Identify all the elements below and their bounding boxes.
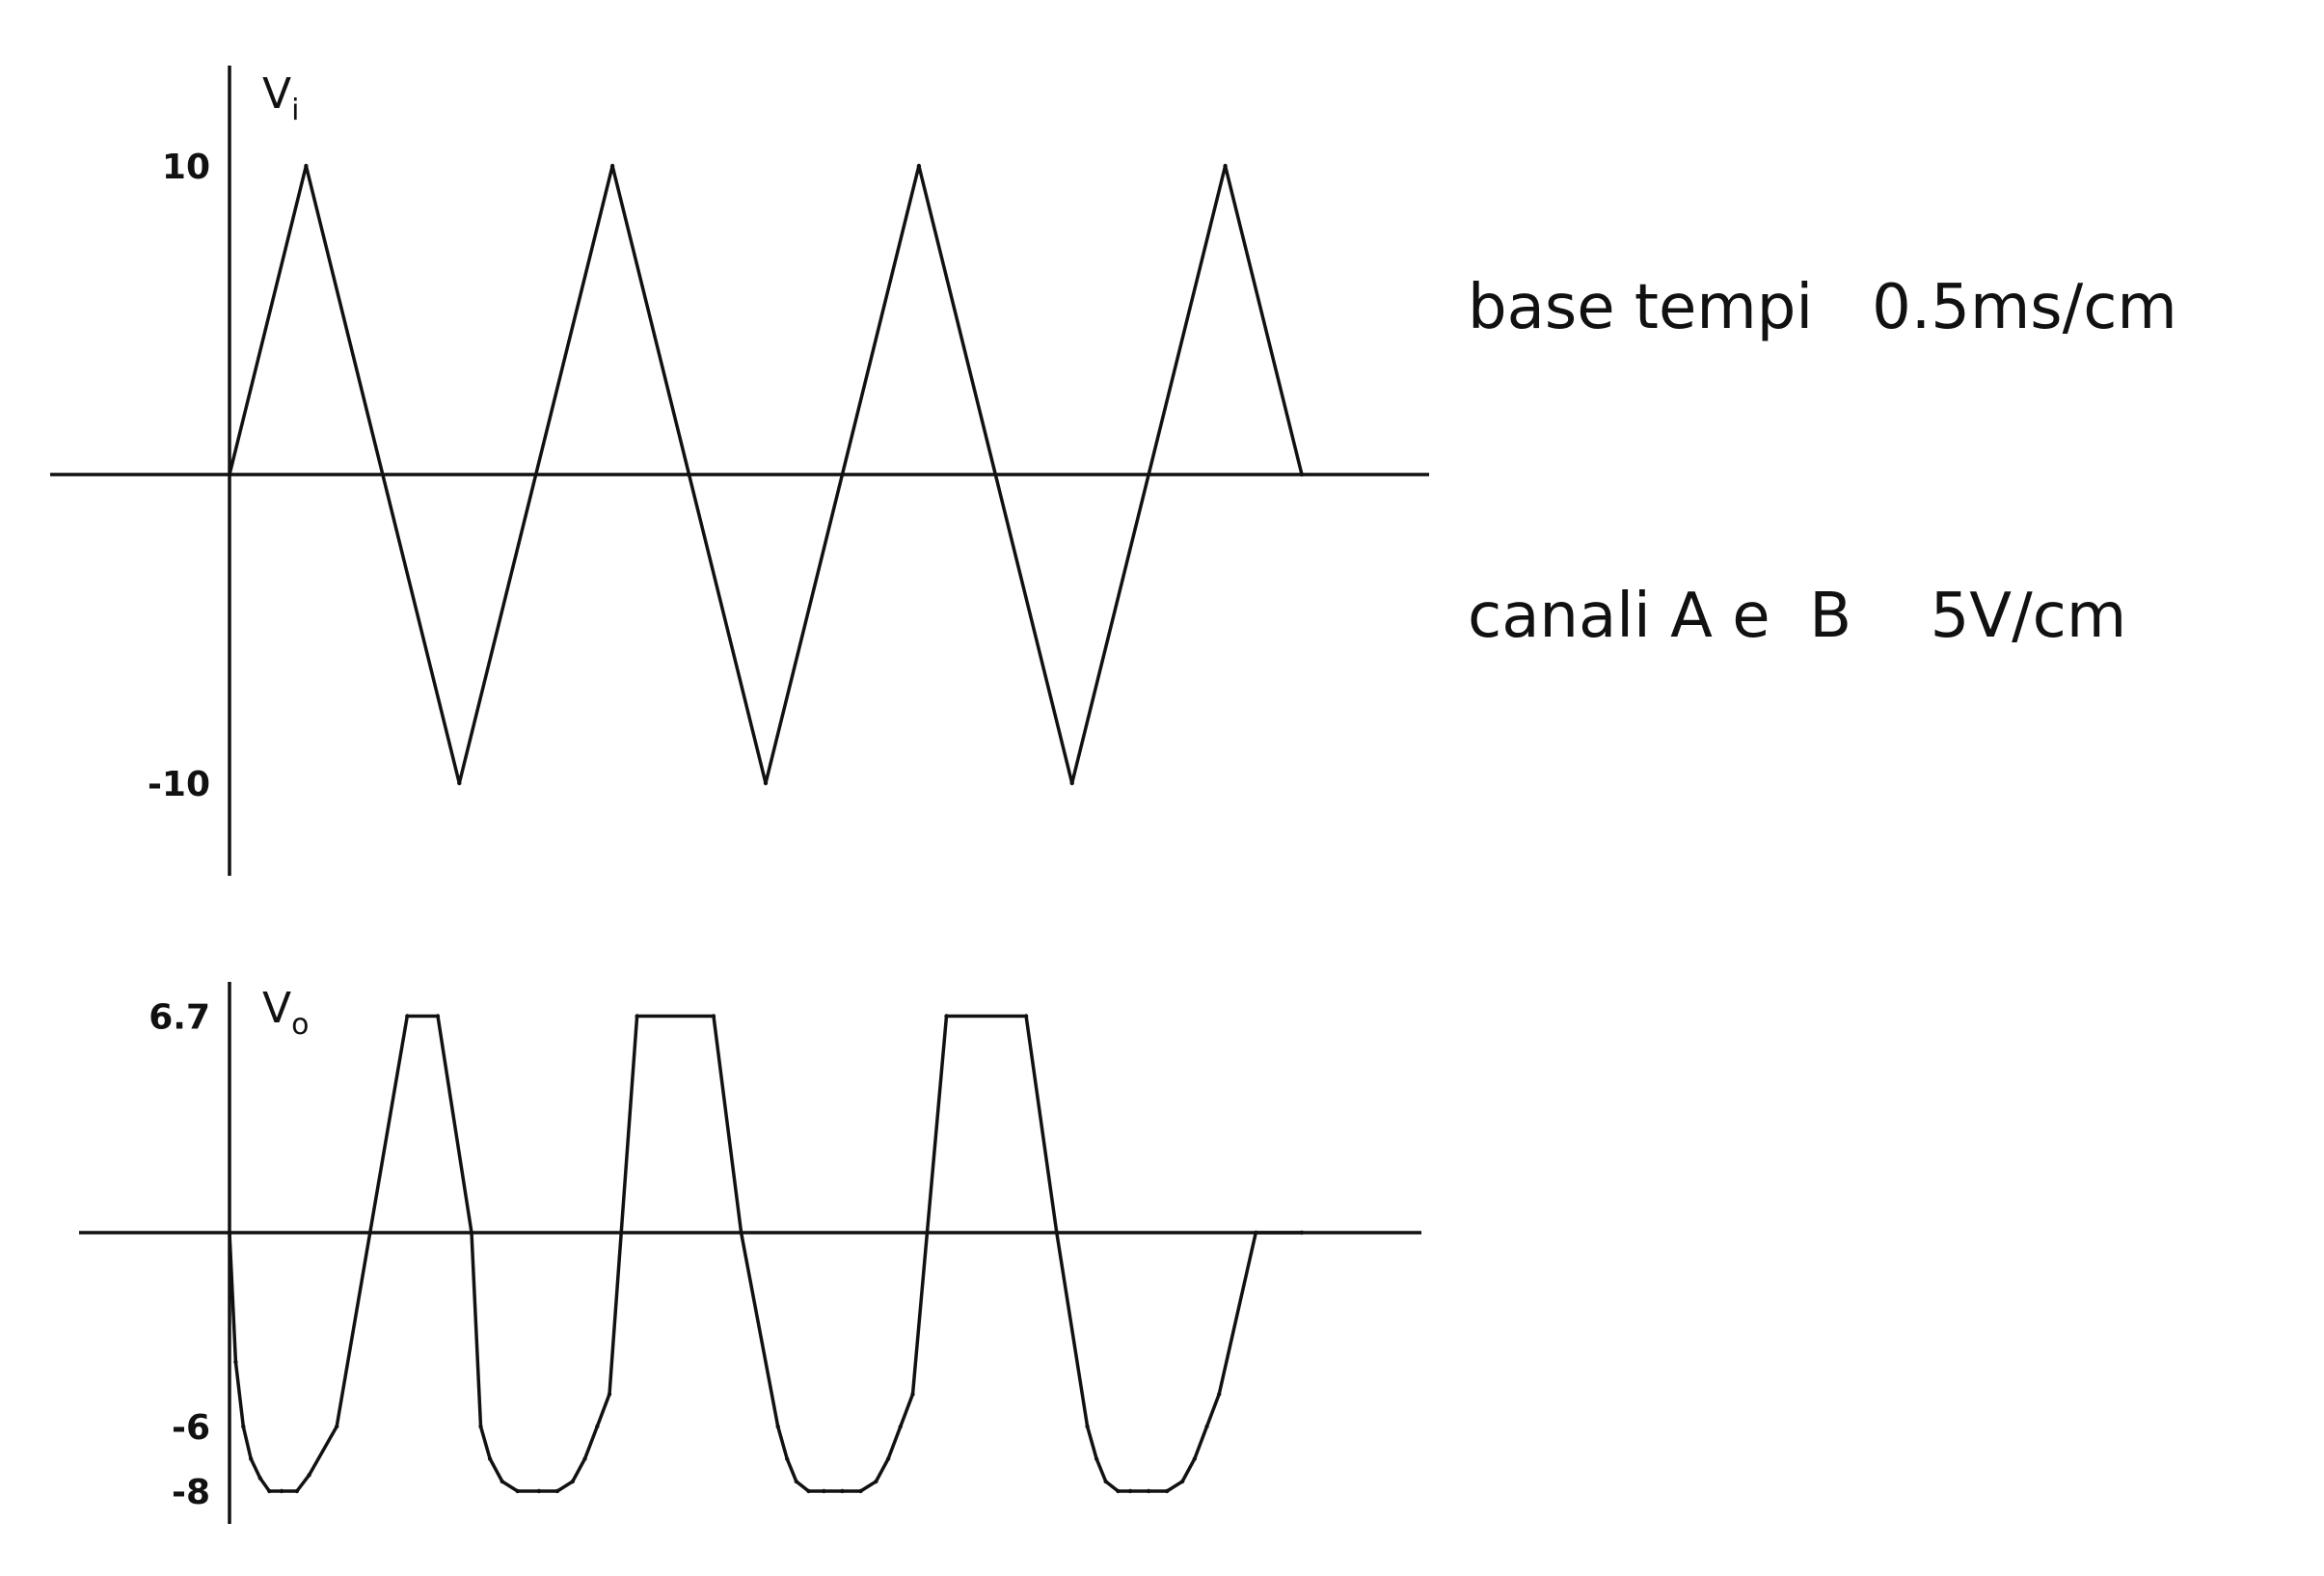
waveform-point bbox=[1299, 1230, 1305, 1236]
waveform-point bbox=[1085, 1424, 1090, 1429]
input-y-tick-labels: 10 -10 bbox=[148, 148, 210, 804]
waveform-point bbox=[916, 163, 922, 169]
waveform-point bbox=[1023, 1014, 1029, 1019]
waveform-point bbox=[515, 1488, 520, 1494]
waveform-point bbox=[885, 1456, 891, 1461]
input-signal-plot: Vi 10 -10 bbox=[50, 66, 1429, 876]
waveform-point bbox=[233, 1359, 238, 1365]
waveform-point bbox=[1054, 1230, 1060, 1236]
output-y-axis-label: Vo bbox=[262, 984, 309, 1042]
waveform-point bbox=[595, 1424, 600, 1429]
waveform-point bbox=[582, 1456, 587, 1461]
waveform-point bbox=[1094, 1456, 1099, 1461]
output-waveform-line bbox=[228, 1014, 1302, 1493]
waveform-point bbox=[898, 1424, 903, 1429]
waveform-point bbox=[910, 1392, 915, 1397]
waveform-point bbox=[457, 780, 462, 786]
waveform-point bbox=[944, 1014, 949, 1019]
waveform-point bbox=[241, 1424, 246, 1429]
waveform-point bbox=[405, 1014, 410, 1019]
input-waveform-points bbox=[227, 163, 1305, 786]
waveform-point bbox=[267, 1488, 272, 1494]
waveform-point bbox=[536, 1488, 542, 1494]
waveform-point bbox=[570, 1479, 575, 1484]
waveform-point bbox=[227, 472, 232, 477]
waveform-point bbox=[335, 1424, 339, 1429]
y-tick-label: -8 bbox=[172, 1473, 210, 1512]
waveform-point bbox=[1179, 1479, 1185, 1484]
timebase-note: base tempi 0.5ms/cm bbox=[1468, 272, 2177, 343]
waveform-point bbox=[775, 1424, 780, 1429]
waveform-point bbox=[304, 163, 309, 169]
waveform-point bbox=[607, 1392, 612, 1397]
output-y-tick-labels: 6.7 -6 -8 bbox=[149, 998, 210, 1512]
waveform-point bbox=[1254, 1230, 1258, 1236]
waveform-point bbox=[307, 1473, 311, 1478]
waveform-point bbox=[1223, 163, 1228, 169]
waveform-point bbox=[478, 1424, 483, 1429]
waveform-point bbox=[487, 1456, 493, 1461]
waveform-point bbox=[763, 780, 769, 786]
waveform-point bbox=[500, 1479, 504, 1484]
output-signal-plot: Vo 6.7 -6 -8 bbox=[79, 982, 1421, 1524]
waveform-point bbox=[635, 1014, 639, 1019]
waveform-point bbox=[1069, 780, 1074, 786]
y-tick-label: 6.7 bbox=[149, 998, 210, 1038]
waveform-point bbox=[1103, 1479, 1108, 1484]
waveform-point bbox=[257, 1476, 262, 1481]
waveform-point bbox=[1217, 1392, 1222, 1397]
waveform-point bbox=[739, 1230, 743, 1236]
y-tick-label: -6 bbox=[172, 1408, 210, 1448]
waveform-point bbox=[1165, 1488, 1170, 1494]
waveform-point bbox=[806, 1488, 811, 1494]
waveform-point bbox=[279, 1488, 284, 1494]
output-waveform-points bbox=[227, 1014, 1305, 1494]
input-y-axis-label: Vi bbox=[262, 69, 299, 127]
waveform-point bbox=[1192, 1456, 1198, 1461]
waveform-point bbox=[822, 1488, 826, 1494]
waveform-point bbox=[227, 1230, 232, 1236]
waveform-point bbox=[711, 1014, 716, 1019]
waveform-point bbox=[785, 1456, 790, 1461]
y-tick-label: 10 bbox=[162, 148, 210, 187]
y-tick-label: -10 bbox=[148, 765, 210, 804]
waveform-point bbox=[1116, 1488, 1121, 1494]
waveform-point bbox=[609, 163, 615, 169]
waveform-point bbox=[1146, 1488, 1151, 1494]
waveform-point bbox=[1127, 1488, 1133, 1494]
channel-scale-note: canali A e B 5V/cm bbox=[1468, 581, 2126, 652]
waveform-point bbox=[794, 1479, 798, 1484]
waveform-point bbox=[874, 1479, 878, 1484]
waveform-point bbox=[858, 1488, 863, 1494]
waveform-point bbox=[1299, 472, 1305, 477]
waveform-point bbox=[249, 1456, 254, 1461]
waveform-point bbox=[554, 1488, 560, 1494]
waveform-point bbox=[1204, 1424, 1209, 1429]
waveform-point bbox=[469, 1230, 474, 1236]
waveform-point bbox=[840, 1488, 845, 1494]
waveform-point bbox=[435, 1014, 441, 1019]
waveform-point bbox=[294, 1488, 300, 1494]
